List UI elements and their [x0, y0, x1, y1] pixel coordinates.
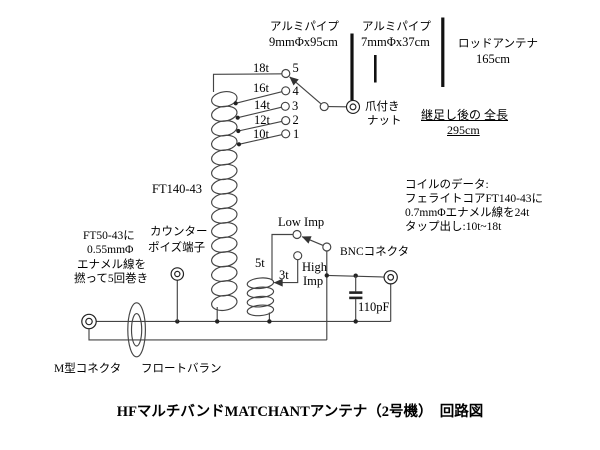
- pipe1-name-label: アルミパイプ: [270, 20, 339, 33]
- ground-bus: [88, 319, 391, 341]
- extended-length-value: 295cm: [447, 123, 480, 137]
- tap-turns-14t: 14t: [254, 98, 270, 112]
- tap-turns-10t: 10t: [253, 126, 269, 141]
- counterpoise-terminal-symbol: [170, 267, 185, 322]
- core-label: FT140-43: [152, 181, 202, 196]
- tap-contact-4: [281, 86, 291, 96]
- tap-position-1: 1: [293, 127, 300, 141]
- coil-top-wire: [212, 73, 286, 92]
- rod-name-label: ロッドアンテナ: [458, 37, 539, 50]
- imp-rotor: [322, 242, 332, 252]
- claw-nut-label-line1: 爪付き: [365, 100, 400, 113]
- float-balun-label: フロートバラン: [141, 363, 222, 375]
- tap-5t-label: 5t: [255, 256, 265, 270]
- m-connector-label: M型コネクタ: [54, 362, 122, 375]
- tap-contact-5: [281, 68, 291, 79]
- tap-selector-switch: [233, 68, 361, 147]
- claw-nut-terminal: [345, 99, 361, 114]
- tap-position-2: 2: [292, 113, 299, 127]
- pipe2-size-label: 7mmΦx37cm: [361, 35, 430, 49]
- diagram-title: HFマルチバンドMATCHANTアンテナ（2号機） 回路図: [116, 404, 484, 420]
- coil-note-line3: 0.7mmΦエナメル線を24t: [405, 206, 530, 219]
- balun-note-line4: 撚って5回巻き: [74, 272, 149, 285]
- tap-contact-2: [281, 116, 291, 126]
- counterpoise-label-line1: カウンター: [150, 225, 208, 238]
- high-imp-3t-tap-wire: [273, 259, 299, 287]
- counterpoise-label-line2: ポイズ端子: [148, 241, 206, 254]
- tap-position-3: 3: [292, 99, 299, 113]
- balun-note-line2: 0.55mmΦ: [87, 244, 134, 256]
- tap-position-5: 5: [292, 60, 299, 75]
- extended-length-label: 継足し後の 全長: [421, 107, 509, 122]
- selector-arrow: [289, 76, 322, 105]
- balun-note-line1: FT50-43に: [83, 230, 135, 242]
- high-imp-contact: [293, 251, 303, 261]
- bnc-connector-label: BNCコネクタ: [340, 245, 410, 258]
- high-imp-label-line2: Imp: [303, 273, 324, 288]
- tap-turns-12t: 12t: [254, 112, 270, 127]
- antenna-elements: [350, 17, 445, 101]
- impedance-switch: [271, 229, 332, 340]
- pipe1-size-label: 9mmΦx95cm: [269, 35, 338, 49]
- imp-selector-arrow: [301, 236, 324, 246]
- coil-note-line4: タップ出し:10t~18t: [405, 220, 502, 233]
- tap-turns-18t: 18t: [253, 60, 269, 75]
- tap-contact-3: [280, 101, 290, 111]
- output-net: [324, 273, 385, 278]
- selector-rotor: [319, 102, 329, 112]
- low-imp-label: Low Imp: [278, 214, 325, 229]
- capacitor-value-label: 110pF: [358, 299, 390, 314]
- matching-transformer: [246, 277, 275, 322]
- main-coil: [211, 73, 286, 322]
- bnc-connector-symbol: [383, 270, 398, 322]
- low-imp-wire: [271, 233, 293, 280]
- tap-position-4: 4: [292, 83, 299, 98]
- coil-note-line2: フェライトコアFT140-43に: [405, 192, 543, 205]
- tap-contact-1: [281, 129, 291, 139]
- high-imp-label-line1: High: [302, 260, 327, 274]
- capacitor-symbol: [349, 275, 363, 322]
- balun-note-line3: エナメル線を: [77, 258, 146, 271]
- low-imp-contact: [292, 229, 302, 240]
- tap-3t-label: 3t: [279, 267, 289, 282]
- m-connector-symbol: [81, 313, 97, 330]
- coil-note-line1: コイルのデータ:: [405, 178, 489, 191]
- float-balun-symbol: [127, 302, 146, 358]
- claw-nut-label-line2: ナット: [367, 115, 402, 127]
- pipe2-name-label: アルミパイプ: [362, 20, 431, 33]
- rod-size-label: 165cm: [476, 51, 511, 66]
- tap-turns-16t: 16t: [253, 81, 269, 95]
